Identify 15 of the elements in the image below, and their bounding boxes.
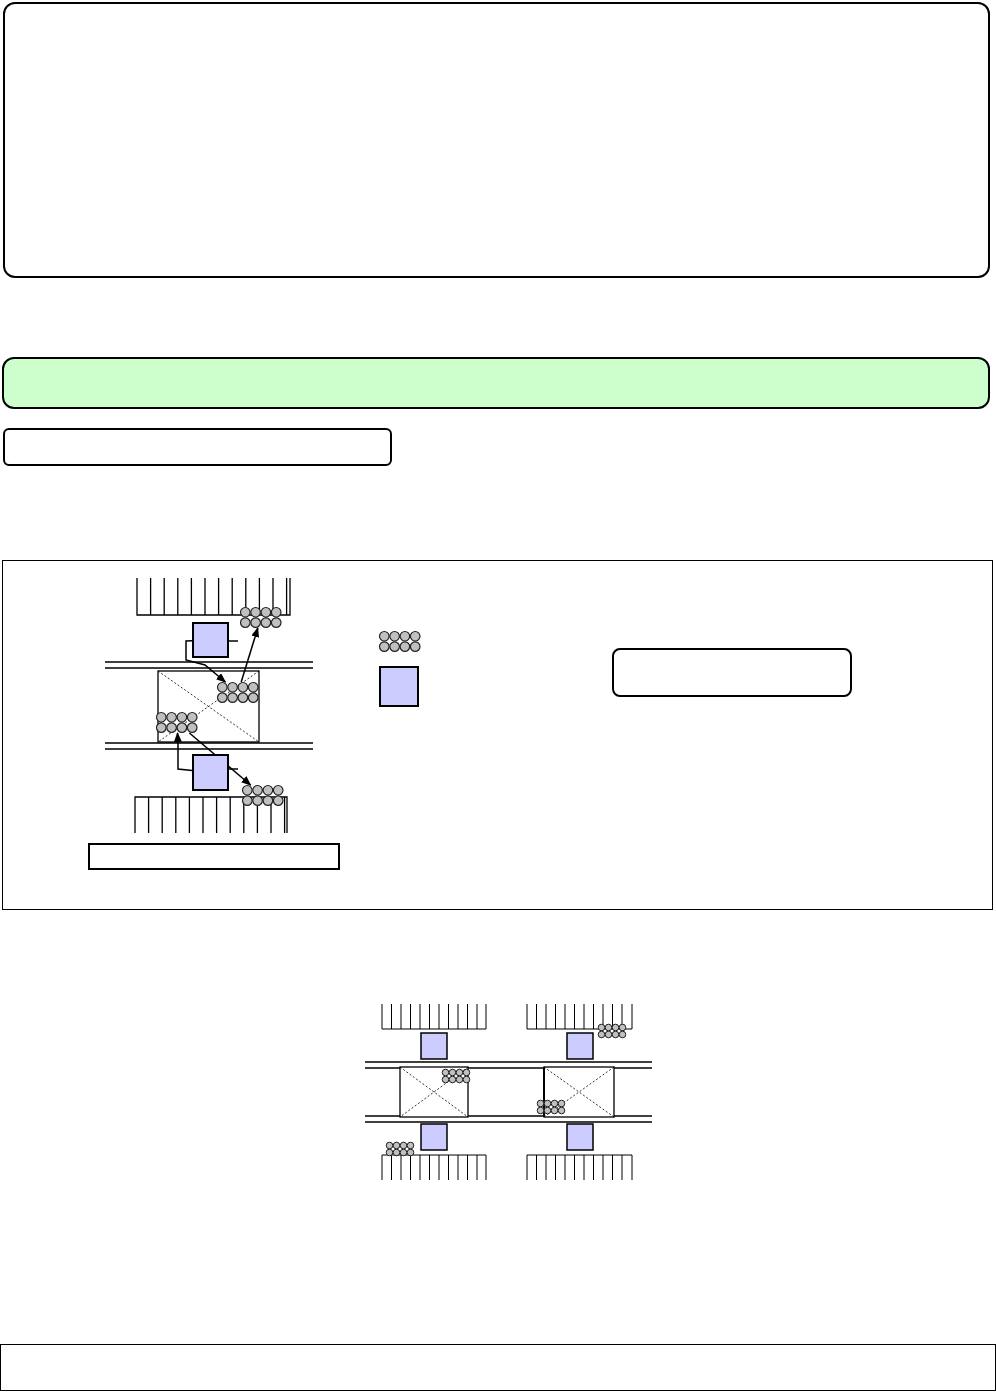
legend-square bbox=[379, 666, 419, 707]
molecule-cluster-icon bbox=[379, 631, 421, 652]
rounded-box bbox=[612, 648, 852, 697]
protein-square bbox=[192, 622, 229, 658]
rounded-box bbox=[3, 428, 392, 466]
heading-band bbox=[2, 357, 990, 409]
molecule-cluster-icon bbox=[156, 712, 198, 733]
footer-box bbox=[0, 1344, 996, 1391]
rounded-panel bbox=[3, 2, 990, 278]
label-box bbox=[88, 843, 340, 870]
molecule-cluster-icon bbox=[240, 607, 282, 628]
molecule-cluster-icon bbox=[217, 682, 259, 703]
molecule-cluster-icon bbox=[242, 785, 284, 806]
protein-square bbox=[192, 754, 229, 791]
figure-panel bbox=[2, 560, 993, 910]
